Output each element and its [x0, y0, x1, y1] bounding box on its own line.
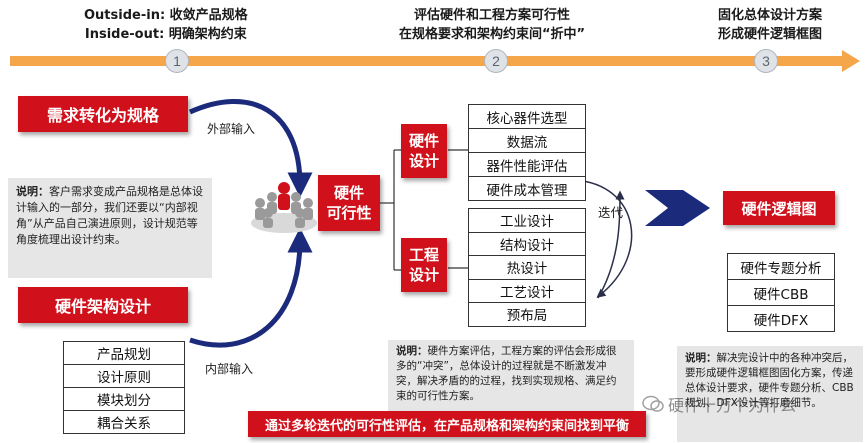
feasibility-note: 说明：硬件方案评估，工程方案的评估会形成很多的“冲突”，总体设计的过程就是不断激… — [388, 340, 634, 414]
eng-design-item: 工业设计 — [469, 209, 585, 233]
iterate-label: 迭代 — [598, 205, 624, 220]
architecture-item: 设计原则 — [64, 365, 184, 388]
timeline-arrow — [10, 50, 860, 72]
internal-input-label: 内部输入 — [205, 362, 254, 376]
logic-diagram-note: 说明：解决完设计中的各种冲突后，要形成硬件逻辑框图固化方案，传递总体设计要求，硬… — [677, 346, 863, 442]
phase-1-text: Outside-in: 收敛产品规格 Inside-out: 明确架构约束 — [84, 8, 248, 42]
feasibility-note-prefix: 说明： — [396, 345, 428, 357]
feasibility-note-text: 硬件方案评估，工程方案的评估会形成很多的“冲突”，总体设计的过程就是不断激发冲突… — [396, 345, 617, 402]
logic-diagram-note-text: 解决完设计中的各种冲突后，要形成硬件逻辑框图固化方案，传递总体设计要求，硬件专题… — [685, 352, 854, 409]
eng-design-item: 热设计 — [469, 256, 585, 280]
architecture-list: 产品规划 设计原则 模块划分 耦合关系 — [63, 341, 185, 434]
requirement-to-spec-title: 需求转化为规格 — [18, 96, 188, 132]
hw-design-list: 核心器件选型 数据流 器件性能评估 硬件成本管理 — [468, 104, 586, 201]
logic-diagram-item: 硬件DFX — [753, 312, 809, 329]
phase-2-number: 2 — [484, 49, 508, 73]
eng-design-title: 工程 设计 — [401, 238, 447, 292]
external-input-label: 外部输入 — [207, 122, 256, 136]
logic-diagram-note-prefix: 说明： — [685, 352, 717, 364]
logic-diagram-item: 硬件CBB — [728, 280, 834, 306]
hw-design-item: 数据流 — [469, 129, 585, 153]
hw-design-item: 核心器件选型 — [469, 105, 585, 129]
architecture-item: 模块划分 — [64, 388, 184, 411]
hw-design-item: 硬件成本管理 — [486, 182, 568, 199]
hw-feasibility-title: 硬件 可行性 — [318, 175, 380, 231]
bottom-banner: 通过多轮迭代的可行性评估，在产品规格和架构约束间找到平衡 — [248, 411, 646, 437]
requirement-note: 说明：客户需求变成产品规格是总体设计输入的一部分，我们还要以“内部视角”从产品自… — [8, 178, 212, 278]
hw-design-item: 器件性能评估 — [469, 153, 585, 177]
hw-logic-diagram-title: 硬件逻辑图 — [723, 191, 835, 225]
phase-1-number: 1 — [165, 49, 189, 73]
requirement-note-prefix: 说明： — [16, 185, 49, 198]
logic-diagram-list: 硬件专题分析 硬件CBB 硬件DFX — [727, 253, 835, 332]
hw-design-title: 硬件 设计 — [401, 124, 447, 178]
hw-architecture-title: 硬件架构设计 — [18, 287, 188, 323]
architecture-item: 产品规划 — [64, 342, 184, 365]
eng-design-item: 工艺设计 — [469, 280, 585, 303]
eng-design-item: 结构设计 — [469, 233, 585, 256]
eng-design-list: 工业设计 结构设计 热设计 工艺设计 预布局 — [468, 208, 586, 327]
eng-design-item: 预布局 — [506, 308, 548, 325]
phase-3-number: 3 — [754, 49, 778, 73]
architecture-item: 耦合关系 — [97, 416, 151, 432]
phase-3-text: 固化总体设计方案 形成硬件逻辑框图 — [717, 8, 822, 42]
requirement-note-text: 客户需求变成产品规格是总体设计输入的一部分，我们还要以“内部视角”从产品自己演进… — [16, 185, 203, 246]
logic-diagram-item: 硬件专题分析 — [728, 254, 834, 280]
feasibility-bracket — [380, 149, 468, 271]
phase-2-text: 评估硬件和工程方案可行性 在规格要求和架构约束间“折中” — [398, 8, 586, 42]
people-group-icon — [251, 182, 317, 233]
wechat-icon — [642, 395, 664, 412]
watermark: 硬件十万个为什么 — [642, 392, 796, 416]
watermark-text: 硬件十万个为什么 — [668, 396, 797, 415]
